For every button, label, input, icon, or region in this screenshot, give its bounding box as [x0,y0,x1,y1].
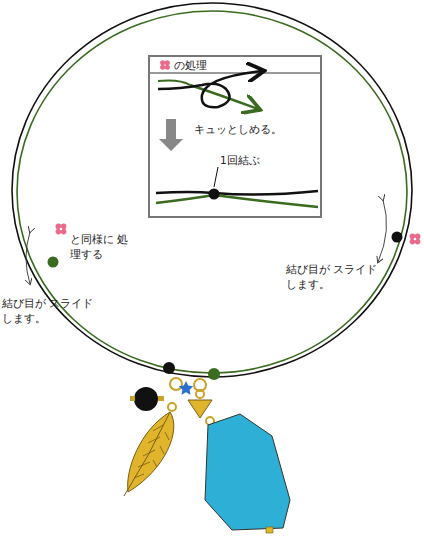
panel-text: の処理 [174,58,207,72]
header-rule [150,72,320,74]
knot-dot [209,189,220,200]
note-label: 結び目が スライドします。 [2,296,98,326]
inset-panel: の処理キュッとしめる。 1回結ぶ [148,55,322,218]
green-cord [158,81,190,86]
panel-text: 1回結ぶ [220,153,260,167]
black-cord [158,71,262,107]
leader-line [214,167,218,187]
note-label: と同様に 処理する [70,232,132,262]
note-label: 結び目が スライドします。 [286,262,382,292]
black-cord [156,191,318,195]
green-cord [156,195,318,207]
down-arrow [159,119,183,151]
panel-text: キュッとしめる。 [194,122,282,136]
knot-illustration [150,57,320,216]
clover-icon [160,60,170,70]
